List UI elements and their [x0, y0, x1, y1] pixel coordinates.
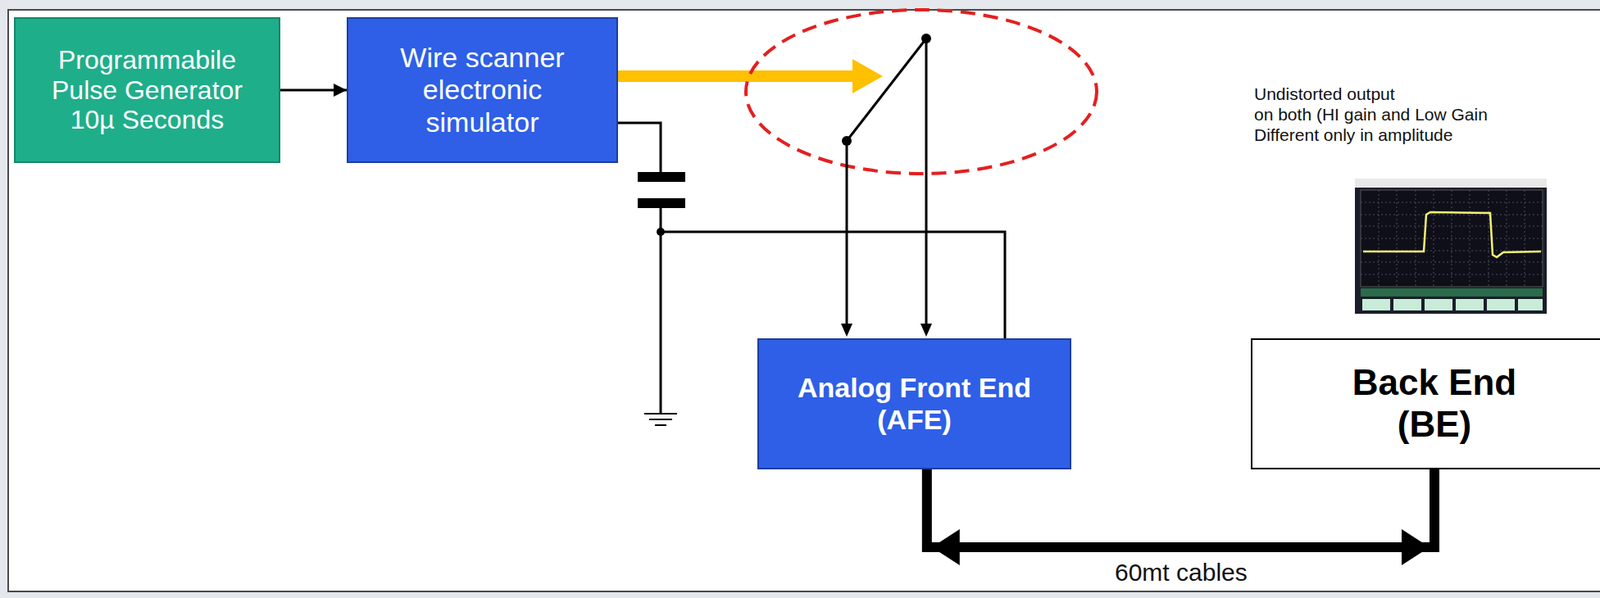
box-label: Back End (BE) [1327, 362, 1541, 446]
oscilloscope-screen [1354, 178, 1547, 314]
connector-label: 60mt cables [1111, 559, 1251, 587]
capacitor-plate [637, 198, 686, 209]
panel [8, 9, 1600, 592]
box-label: Programmabile Pulse Generator 10µ Second… [40, 45, 255, 136]
connector-line [927, 469, 1435, 548]
back-end-box: Back End (BE) [1250, 338, 1600, 470]
switch-symbol [840, 33, 932, 337]
arrow-head [931, 529, 960, 566]
signal-connector [280, 83, 347, 97]
switch-highlight [745, 9, 1097, 174]
arrow-head [1401, 529, 1430, 566]
simulator-box: Wire scanner electronic simulator [346, 17, 619, 164]
box-label: Wire scanner electronic simulator [388, 41, 578, 138]
ground-symbol [644, 413, 678, 415]
signal-arrow [618, 59, 883, 94]
note-text: Undistorted output [1254, 84, 1396, 105]
note-text: Different only in amplitude [1254, 125, 1453, 146]
cable-connector [927, 469, 1435, 566]
box-label: Analog Front End (AFE) [783, 372, 1046, 437]
front-end-box: Analog Front End (AFE) [757, 338, 1072, 470]
arrow-head [333, 83, 347, 97]
note-text: on both (HI gain and Low Gain [1254, 104, 1488, 125]
generator-box: Programmabile Pulse Generator 10µ Second… [13, 17, 281, 164]
capacitor-plate [637, 172, 686, 182]
